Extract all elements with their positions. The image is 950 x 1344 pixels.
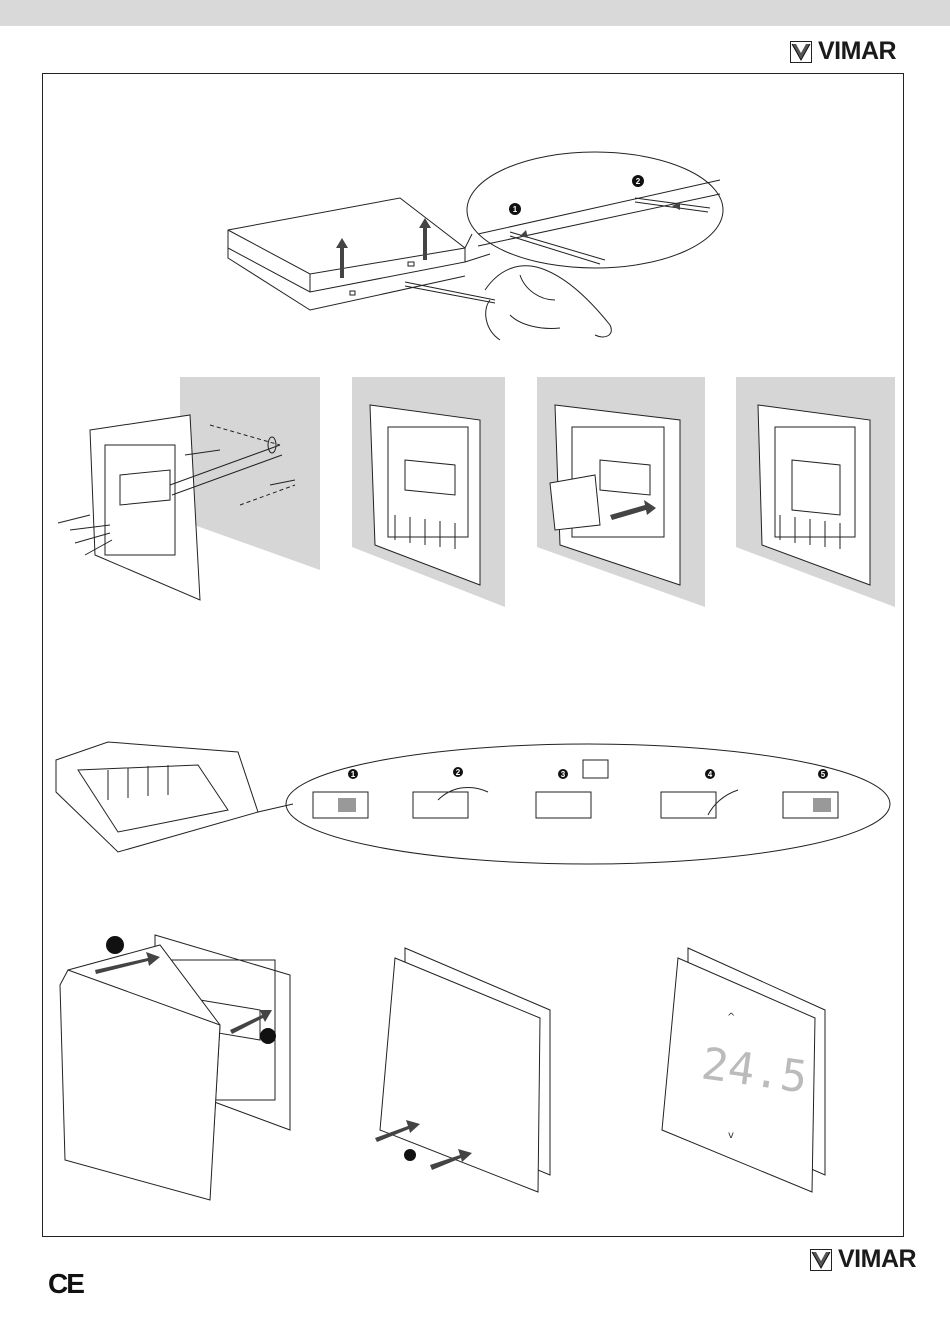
header-logo: VIMAR bbox=[790, 39, 896, 64]
substep-2: 2 bbox=[456, 768, 461, 777]
ce-mark: CE bbox=[48, 1268, 83, 1300]
footer-logo: VIMAR bbox=[810, 1247, 916, 1272]
brand-wordmark: VIMAR bbox=[838, 1247, 916, 1272]
step1-open-cover-illustration: 1 2 bbox=[220, 150, 730, 350]
substep-1: 1 bbox=[351, 770, 356, 779]
callout-2: 2 bbox=[636, 177, 641, 186]
step2-mounting-illustration bbox=[50, 375, 900, 610]
vimar-logo-icon bbox=[790, 41, 812, 63]
up-arrow-icon: ^ bbox=[727, 1012, 735, 1023]
substep-3: 3 bbox=[561, 770, 566, 779]
top-bar bbox=[0, 0, 950, 26]
substep-4: 4 bbox=[708, 770, 713, 779]
step3-insert-card-illustration: 1 2 3 4 5 bbox=[48, 740, 898, 870]
substep-row bbox=[313, 760, 838, 818]
down-arrow-icon: v bbox=[728, 1130, 734, 1141]
vimar-logo-icon bbox=[810, 1249, 832, 1271]
substep-5: 5 bbox=[821, 770, 826, 779]
step4-attach-front-illustration: ^ 24.5 v bbox=[60, 930, 850, 1210]
brand-wordmark: VIMAR bbox=[818, 39, 896, 64]
callout-1: 1 bbox=[513, 205, 518, 214]
